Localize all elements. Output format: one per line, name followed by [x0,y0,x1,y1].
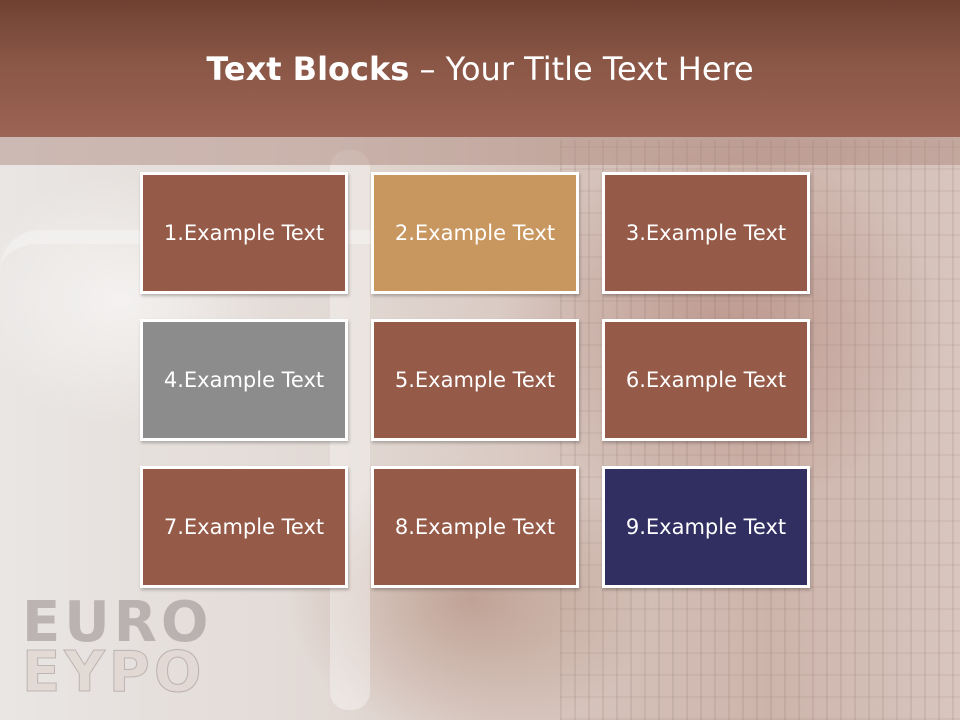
text-block-label: 8.Example Text [394,515,556,539]
text-block-7[interactable]: 7.Example Text [140,466,348,588]
title-bar-band [0,137,960,165]
text-block-6[interactable]: 6.Example Text [602,319,810,441]
text-block-3[interactable]: 3.Example Text [602,172,810,294]
text-block-label: 9.Example Text [625,515,787,539]
text-block-8[interactable]: 8.Example Text [371,466,579,588]
text-block-label: 2.Example Text [394,221,556,245]
text-block-4[interactable]: 4.Example Text [140,319,348,441]
text-block-2[interactable]: 2.Example Text [371,172,579,294]
text-block-label: 1.Example Text [163,221,325,245]
text-block-1[interactable]: 1.Example Text [140,172,348,294]
text-block-label: 4.Example Text [163,368,325,392]
text-block-label: 6.Example Text [625,368,787,392]
text-block-9[interactable]: 9.Example Text [602,466,810,588]
title-bar [0,0,960,137]
euro-watermark: EURO [22,590,213,655]
text-block-5[interactable]: 5.Example Text [371,319,579,441]
title-rest: Your Title Text Here [445,50,754,88]
title-dash: – [409,50,446,88]
title-bold-part: Text Blocks [206,50,410,88]
text-block-label: 3.Example Text [625,221,787,245]
slide-title[interactable]: Text Blocks – Your Title Text Here [0,50,960,88]
text-block-label: 5.Example Text [394,368,556,392]
eypo-watermark: EYPO [21,640,206,706]
text-block-label: 7.Example Text [163,515,325,539]
